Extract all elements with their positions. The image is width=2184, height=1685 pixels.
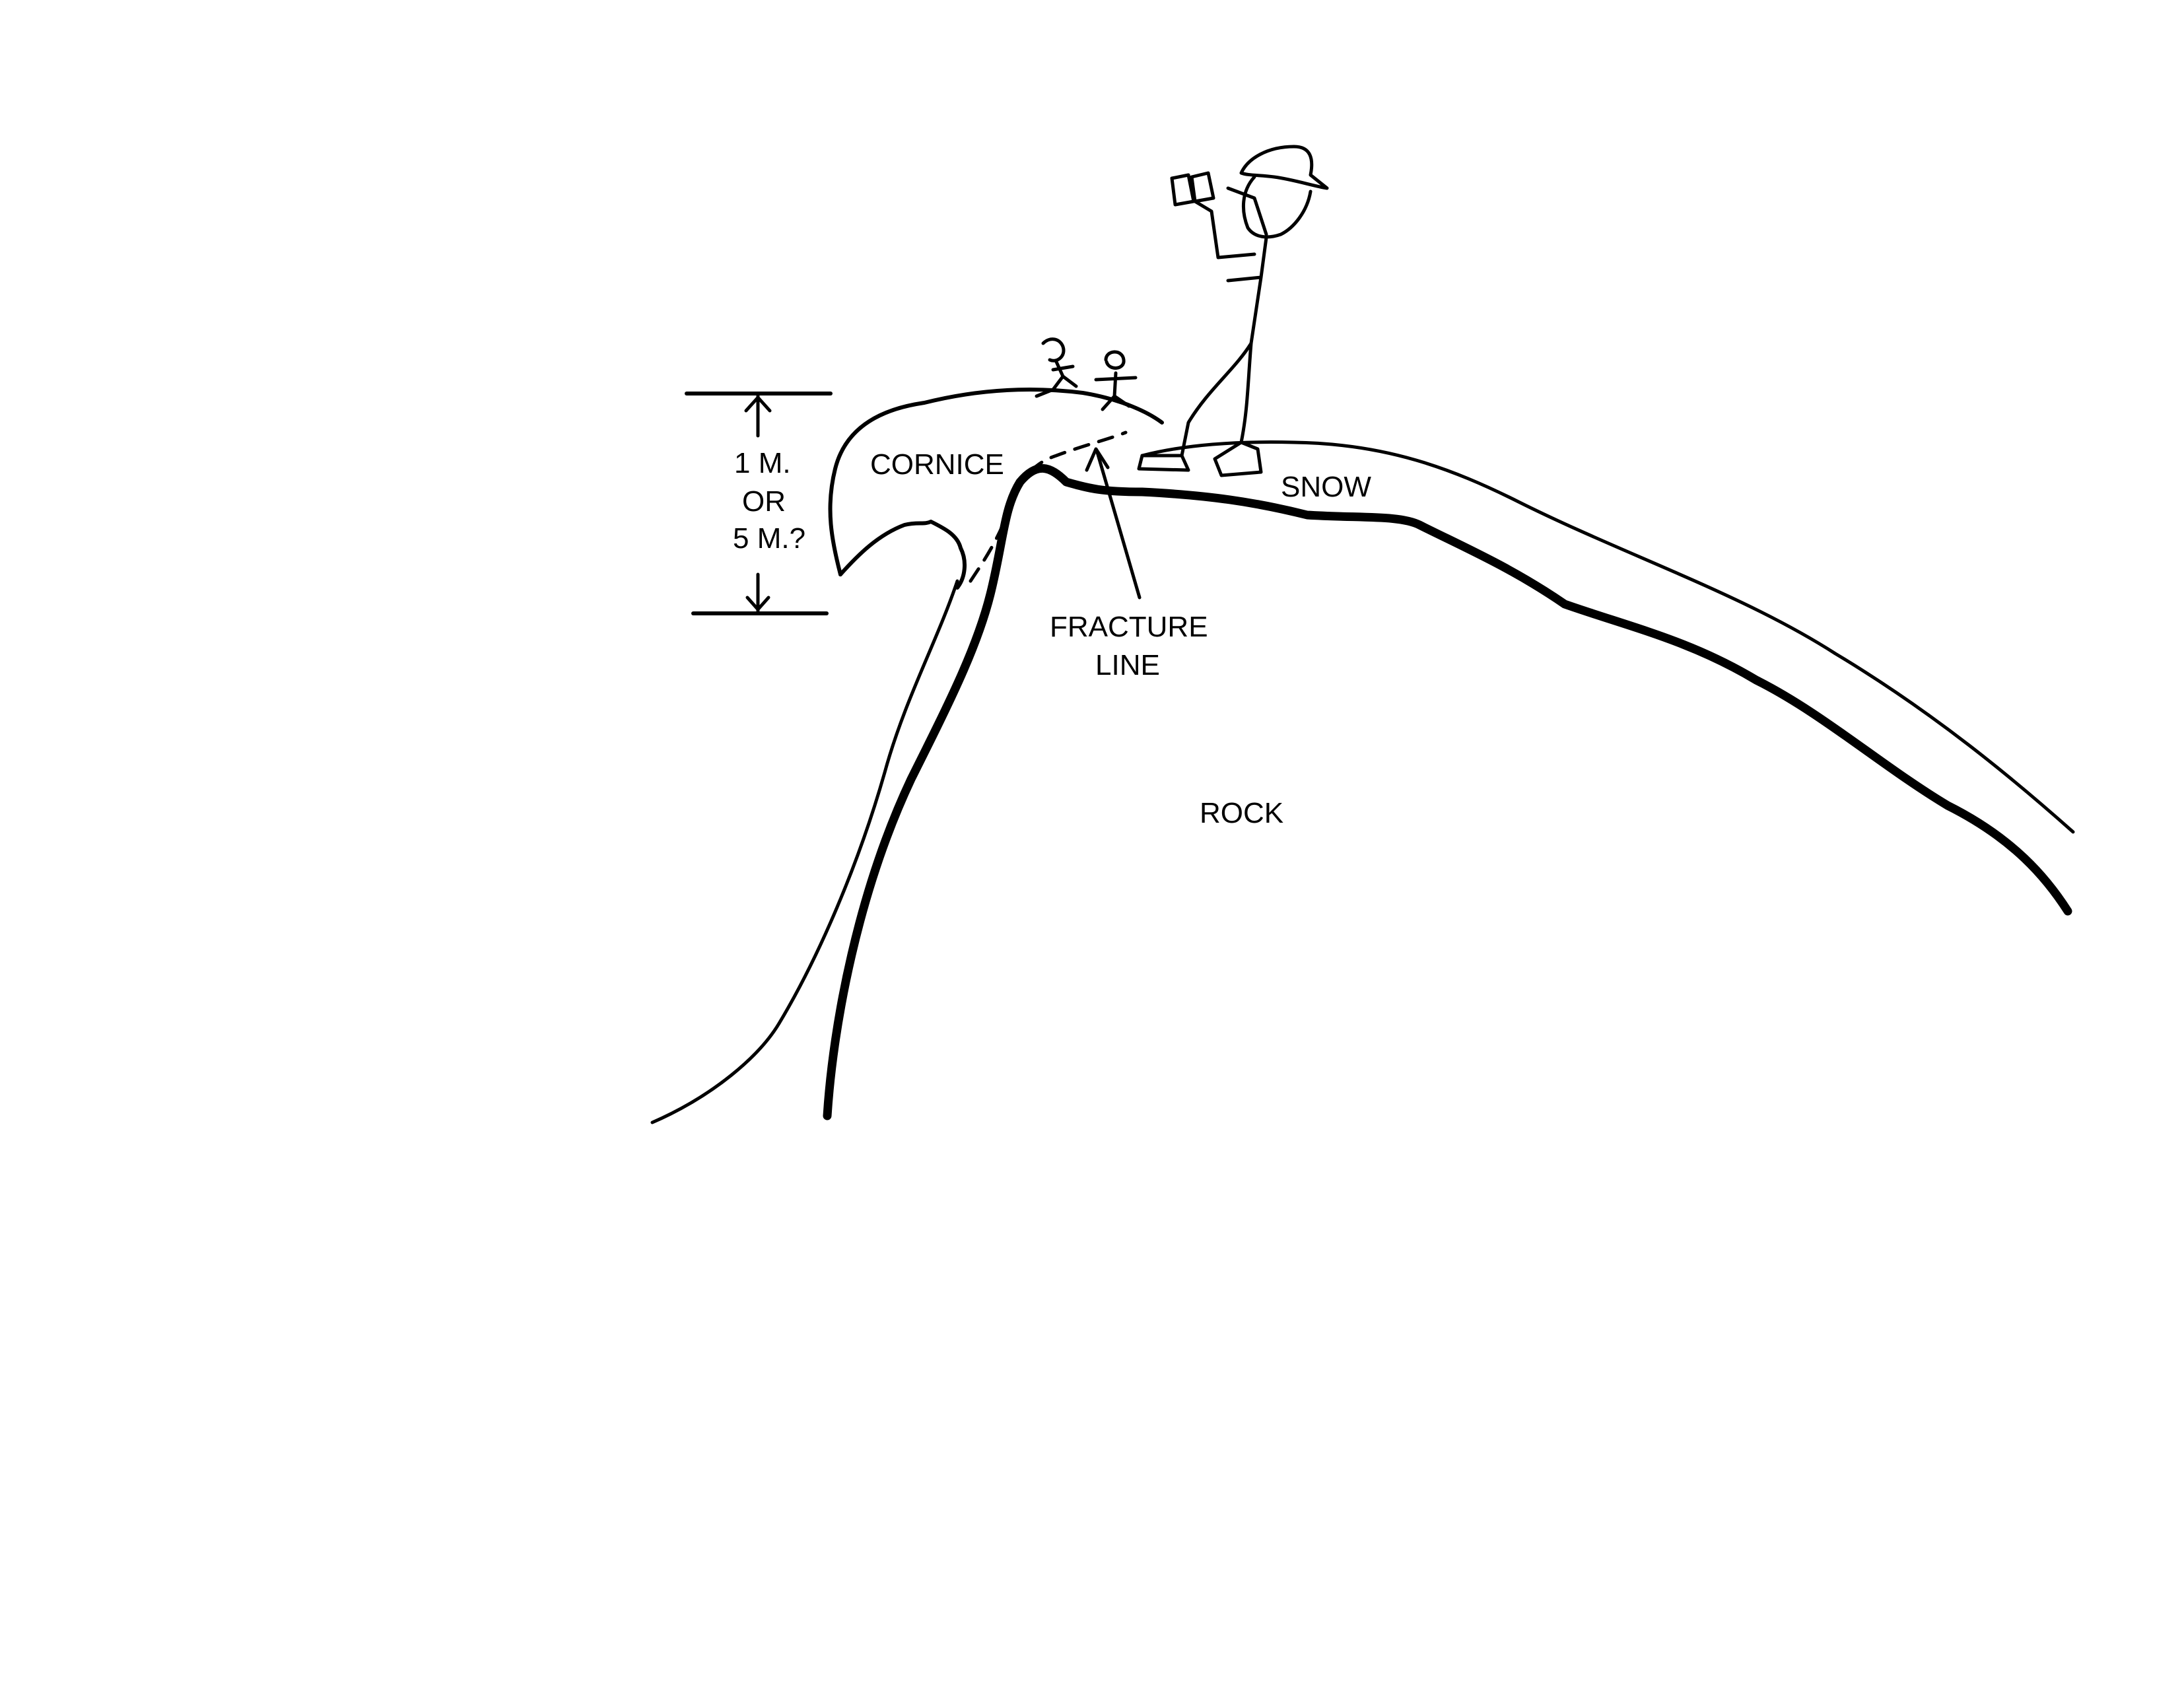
fracture-arrow-shaft xyxy=(1095,450,1142,600)
snow-slope-left-line xyxy=(650,579,959,1124)
observer-head xyxy=(1241,175,1313,239)
observer-feet xyxy=(1137,440,1263,477)
dimension-arrow-down-head xyxy=(745,596,770,611)
fracture-line-dashed xyxy=(969,430,1128,583)
fracture-line-label-2: LINE xyxy=(1095,649,1160,681)
snow-surface-line xyxy=(1140,440,2075,834)
rock-label: ROCK xyxy=(1200,797,1283,829)
dimension-arrow-up-head xyxy=(744,395,772,413)
observer-arms xyxy=(1193,186,1268,259)
observer-figure xyxy=(1137,145,1329,477)
cornice-outline xyxy=(828,388,1164,576)
rock-surface-line xyxy=(823,464,2072,1120)
small-figures xyxy=(1035,337,1138,411)
observer-binoculars xyxy=(1170,171,1215,207)
observer-hat xyxy=(1239,145,1329,190)
cornice-underside xyxy=(838,520,967,590)
height-label-3: 5 M.? xyxy=(733,522,805,555)
observer-body xyxy=(1226,236,1268,345)
small-figure-1 xyxy=(1035,337,1078,398)
snow-label: SNOW xyxy=(1281,471,1371,503)
height-label-1: 1 M. xyxy=(734,447,791,479)
height-label-2: OR xyxy=(742,485,786,518)
fracture-line-label-1: FRACTURE xyxy=(1050,611,1208,643)
small-figure-2 xyxy=(1094,350,1138,411)
observer-legs xyxy=(1180,341,1253,458)
cornice-label: CORNICE xyxy=(870,448,1004,481)
fracture-arrow-head xyxy=(1085,447,1110,472)
